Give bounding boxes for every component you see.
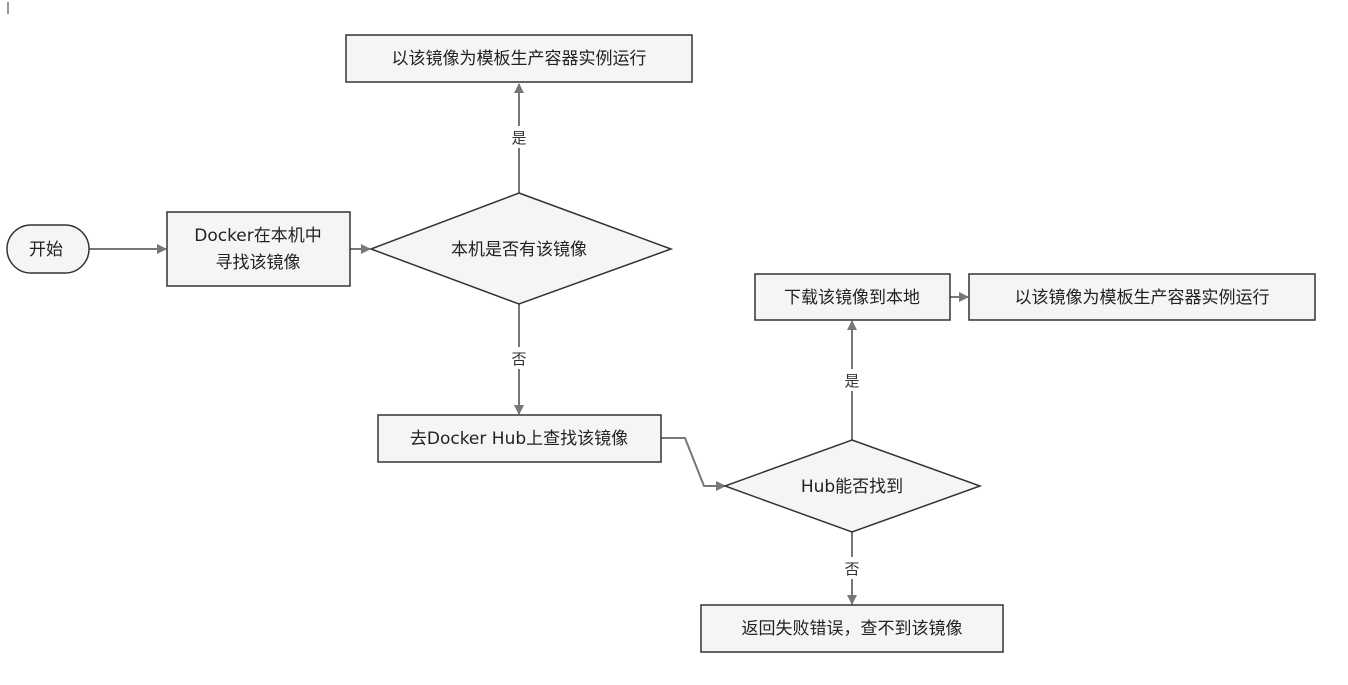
edge-hub-search-to-decision: [661, 437, 726, 491]
node-start-label: 开始: [29, 240, 63, 260]
node-decision-local-label: 本机是否有该镜像: [451, 240, 587, 260]
label-yes-top: 是: [511, 129, 526, 147]
node-search-local: Docker在本机中 寻找该镜像: [166, 211, 351, 287]
node-search-local-line2: 寻找该镜像: [216, 253, 301, 273]
label-yes-hub: 是: [844, 372, 859, 390]
label-no-hub: 否: [844, 560, 859, 578]
node-run-container-top-label: 以该镜像为模板生产容器实例运行: [392, 49, 647, 69]
node-error-label: 返回失败错误，查不到该镜像: [742, 619, 963, 639]
node-run-container-right: 以该镜像为模板生产容器实例运行: [968, 273, 1316, 321]
node-search-hub: 去Docker Hub上查找该镜像: [377, 414, 662, 463]
node-run-container-right-label: 以该镜像为模板生产容器实例运行: [1015, 288, 1270, 308]
node-search-local-line1: Docker在本机中: [194, 226, 322, 246]
node-decision-hub: Hub能否找到: [722, 439, 983, 533]
label-no-local: 否: [511, 350, 526, 368]
node-search-hub-label: 去Docker Hub上查找该镜像: [410, 429, 628, 449]
node-decision-local: 本机是否有该镜像: [368, 192, 674, 305]
node-decision-hub-label: Hub能否找到: [801, 477, 903, 497]
node-download: 下载该镜像到本地: [754, 273, 951, 321]
node-download-label: 下载该镜像到本地: [784, 288, 920, 308]
node-error: 返回失败错误，查不到该镜像: [700, 604, 1004, 653]
node-run-container-top: 以该镜像为模板生产容器实例运行: [345, 34, 693, 83]
node-start: 开始: [6, 224, 90, 274]
